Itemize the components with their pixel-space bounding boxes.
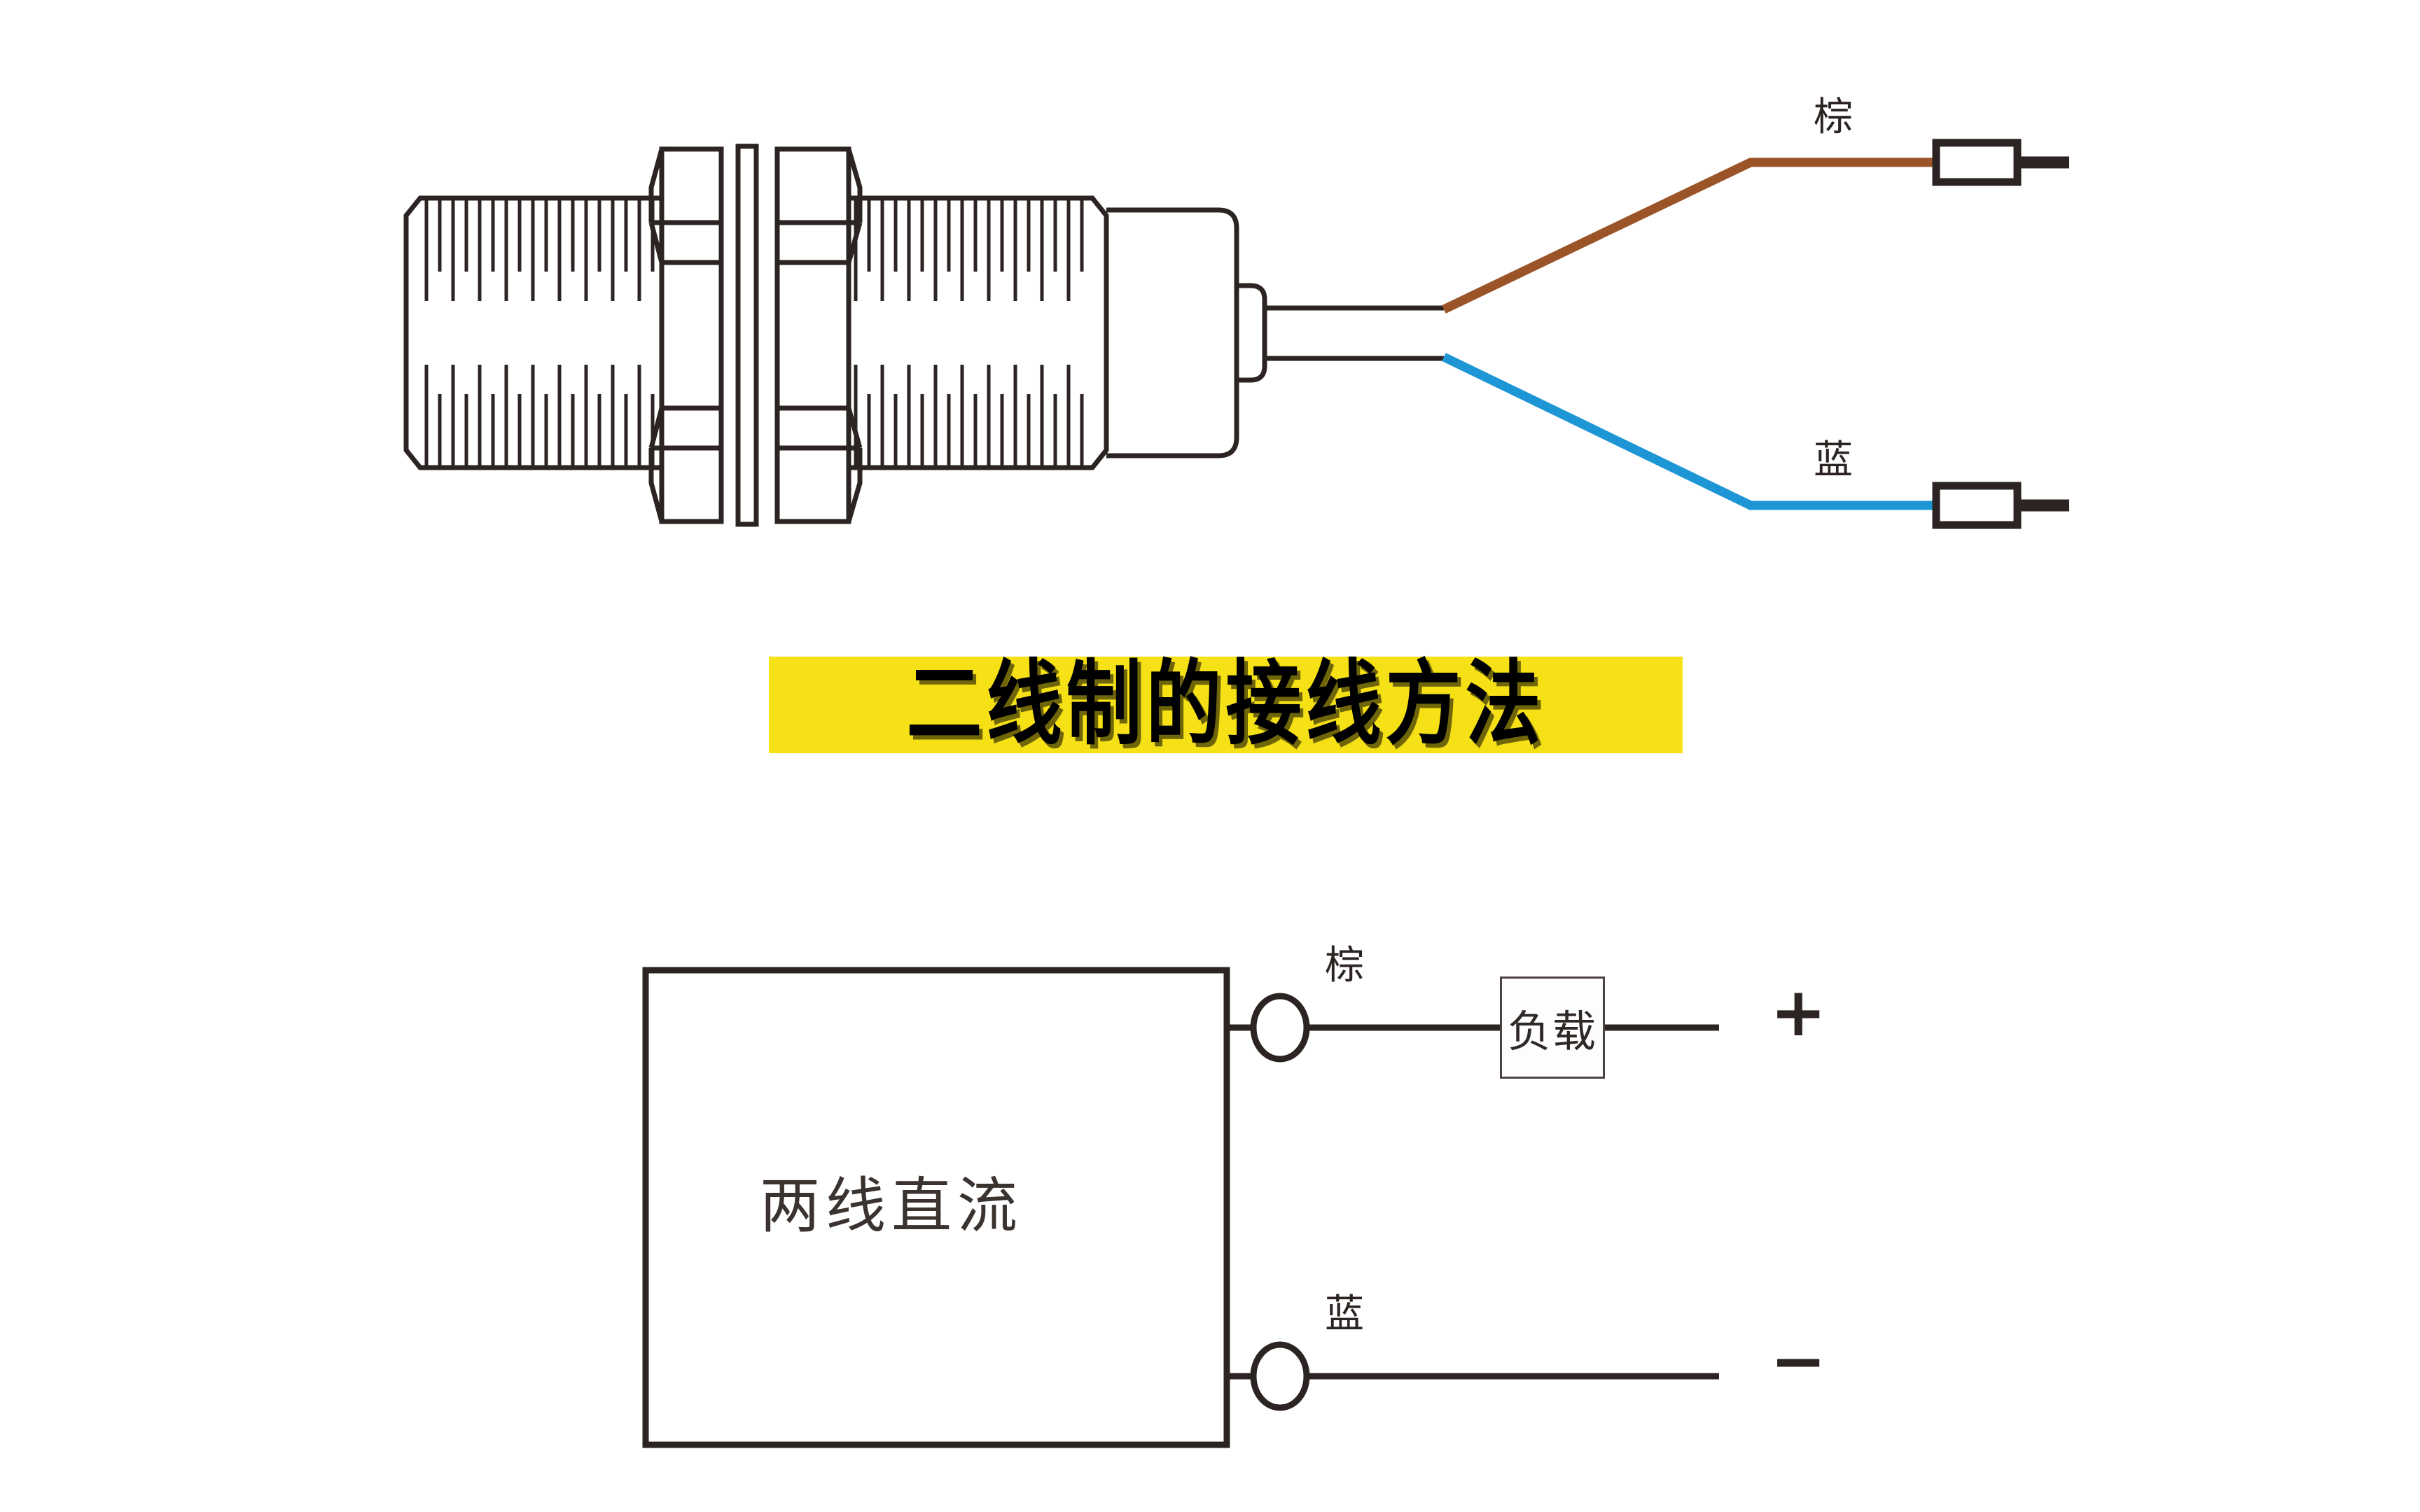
left-barrel-threads	[424, 200, 655, 465]
negative-polarity-sign: −	[1770, 1322, 1827, 1400]
brown-wire	[1442, 158, 1936, 314]
load-box-label: 负载	[1507, 1006, 1597, 1057]
diagram-blue-label: 蓝	[1325, 1292, 1364, 1337]
washer-spacer-outline	[735, 144, 759, 527]
blue-wire-label: 蓝	[1814, 438, 1853, 483]
cable-sheath-outline	[1265, 305, 1444, 361]
device-box-label: 两线直流	[760, 1171, 1023, 1241]
brown-wire-ferrule	[1932, 139, 2022, 186]
device-box	[642, 967, 1230, 1448]
brown-terminal-circle	[1250, 993, 1310, 1063]
hex-nut-left-outline	[659, 146, 724, 524]
hex-nut-left-chamfers	[648, 148, 721, 522]
load-box: 负载	[1500, 976, 1605, 1079]
rear-housing-outline	[1106, 207, 1239, 458]
brown-wire-label: 棕	[1814, 94, 1853, 140]
blue-wire	[1442, 353, 1936, 510]
blue-terminal-circle	[1250, 1341, 1310, 1411]
sensor-body-group	[403, 144, 1444, 527]
cable-gland-outline	[1237, 283, 1267, 383]
hex-nut-right-chamfers	[777, 148, 863, 522]
positive-polarity-sign: +	[1770, 973, 1827, 1051]
title-banner-text: 二线制的接线方法	[906, 651, 1545, 758]
title-banner: 二线制的接线方法	[769, 657, 1683, 753]
diagram-brown-label: 棕	[1325, 943, 1364, 988]
right-barrel-threads	[854, 200, 1084, 465]
